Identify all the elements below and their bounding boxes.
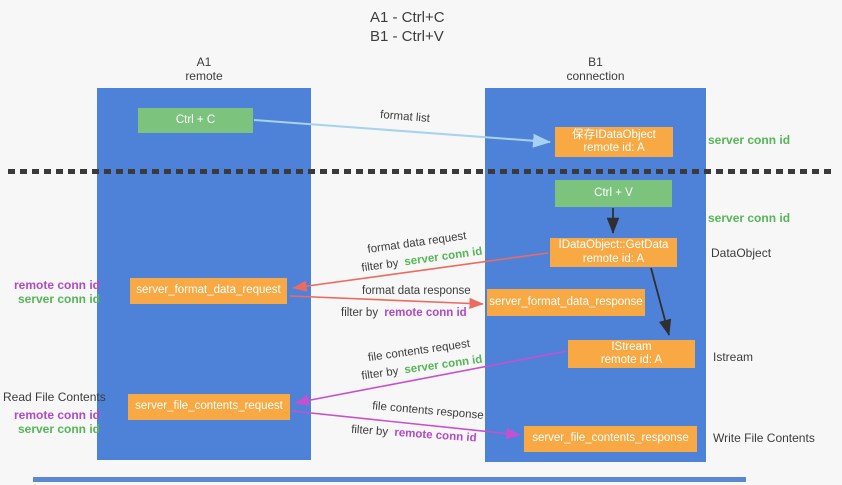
node-file-response-label: server_file_contents_response bbox=[532, 432, 689, 445]
label-read-file-contents: Read File Contents bbox=[3, 390, 106, 404]
lane-a-role: remote bbox=[185, 69, 223, 83]
lane-a-name: A1 bbox=[196, 55, 212, 69]
node-istream: IStream remote id: A bbox=[568, 340, 695, 368]
node-ctrl-v-label: Ctrl + V bbox=[594, 186, 633, 199]
node-server-file-contents-request: server_file_contents_request bbox=[128, 394, 290, 420]
lane-b-header: B1 connection bbox=[485, 55, 706, 83]
label-istream: Istream bbox=[713, 350, 754, 364]
node-istream-line2: remote id: A bbox=[600, 354, 663, 366]
node-ctrl-c: Ctrl + C bbox=[138, 108, 253, 133]
arrow-label-format-data-response-filter: filter by remote conn id bbox=[341, 306, 467, 320]
label-dataobject: DataObject bbox=[711, 246, 772, 260]
filter-value-remote-conn-id: remote conn id bbox=[393, 426, 477, 445]
bottom-window-edge bbox=[33, 477, 746, 482]
diagram-title: A1 - Ctrl+C B1 - Ctrl+V bbox=[370, 8, 445, 46]
lane-b-name: B1 bbox=[588, 55, 603, 69]
title-line-1: A1 - Ctrl+C bbox=[370, 9, 445, 26]
arrow-label-format-data-response: format data response bbox=[362, 285, 471, 297]
node-ctrl-v: Ctrl + V bbox=[555, 180, 672, 207]
label-server-conn-id-top: server conn id bbox=[708, 133, 791, 147]
label-remote-conn-id-mid: remote conn id bbox=[13, 278, 100, 292]
node-ctrl-c-label: Ctrl + C bbox=[175, 113, 216, 126]
node-istream-line1: IStream bbox=[611, 340, 652, 353]
node-server-format-data-response: server_format_data_response bbox=[487, 289, 645, 316]
node-server-file-contents-response: server_file_contents_response bbox=[524, 426, 697, 452]
arrow-label-file-contents-response-filter: filter by remote conn id bbox=[350, 423, 477, 445]
title-line-2: B1 - Ctrl+V bbox=[370, 28, 444, 45]
label-server-conn-id-mid: server conn id bbox=[708, 211, 791, 225]
arrow-label-file-contents-response: file contents response bbox=[371, 400, 485, 422]
node-save-dataobject-line2: remote id: A bbox=[583, 142, 645, 154]
label-left-mid-conn-ids: remote conn id server conn id bbox=[10, 278, 100, 306]
node-format-response-label: server_format_data_response bbox=[489, 295, 643, 308]
node-save-dataobject-line1: 保存IDataObject bbox=[572, 128, 656, 141]
node-server-format-data-request: server_format_data_request bbox=[130, 278, 287, 304]
node-getdata-line1: IDataObject::GetData bbox=[558, 239, 669, 251]
lane-b-role: connection bbox=[566, 69, 625, 83]
node-getdata-line2: remote id: A bbox=[582, 252, 645, 265]
label-server-conn-id-left-mid: server conn id bbox=[17, 292, 100, 306]
node-idataobject-getdata: IDataObject::GetData remote id: A bbox=[550, 238, 677, 267]
filter-by-text: filter by bbox=[360, 257, 400, 275]
dotted-divider bbox=[8, 169, 836, 174]
filter-by-text: filter by bbox=[350, 423, 389, 439]
filter-by-text: filter by bbox=[360, 365, 400, 383]
label-left-bottom-conn-ids: remote conn id server conn id bbox=[10, 408, 100, 436]
lane-a-header: A1 remote bbox=[97, 55, 311, 83]
node-file-request-label: server_file_contents_request bbox=[135, 400, 283, 413]
arrow-label-format-list: format list bbox=[379, 109, 431, 125]
node-save-dataobject: 保存IDataObject remote id: A bbox=[555, 127, 673, 157]
label-server-conn-id-left-bottom: server conn id bbox=[17, 422, 100, 436]
filter-by-text: filter by bbox=[341, 307, 379, 319]
node-format-request-label: server_format_data_request bbox=[136, 284, 281, 297]
label-write-file-contents: Write File Contents bbox=[713, 431, 815, 445]
label-remote-conn-id-bottom: remote conn id bbox=[13, 408, 100, 422]
filter-value-remote-conn-id: remote conn id bbox=[384, 307, 467, 319]
